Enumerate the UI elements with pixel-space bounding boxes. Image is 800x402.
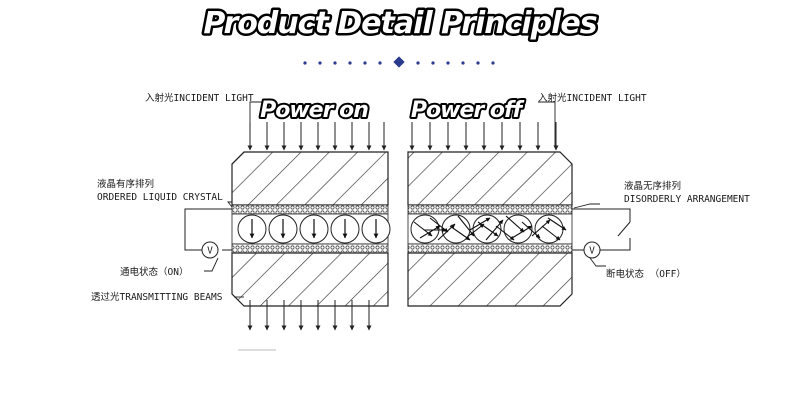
left-bottom-glass — [231, 252, 389, 307]
right-disorder-leader — [573, 203, 600, 209]
page-title: Product Detail Principles — [203, 6, 596, 41]
crystal-arrow-icon — [457, 215, 475, 237]
left-ordered-cn-label: 液晶有序排列 — [97, 178, 154, 190]
left-panel: V 入射光INCIDENT LIGHT 液晶有序排列 ORDERED LIQUI… — [91, 92, 391, 331]
crystal-arrow-icon — [437, 223, 456, 241]
left-status-label: 通电状态（ON） — [120, 266, 188, 278]
right-incident-arrows — [409, 122, 559, 151]
left-top-glass — [231, 151, 389, 206]
crystal-arrow-icon — [419, 225, 441, 239]
right-disorder-en-label: DISORDERLY ARRANGEMENT — [624, 194, 750, 205]
right-bottom-glass — [407, 252, 573, 307]
right-bottom-electrode — [407, 243, 573, 254]
crystal-arrow-icon — [485, 219, 504, 241]
left-ordered-crystals — [237, 214, 391, 244]
left-ordered-leader — [227, 201, 233, 208]
crystal-arrow-icon — [477, 221, 499, 237]
left-transmit-label: 透过光TRANSMITTING BEAMS — [91, 291, 223, 303]
open-switch-icon — [617, 221, 631, 237]
left-status-leader — [204, 257, 219, 272]
right-status-leader — [589, 257, 606, 267]
right-status-label: 断电状态 （OFF） — [606, 268, 686, 280]
diamond-icon — [393, 56, 405, 68]
left-circuit-top — [184, 208, 232, 240]
left-incident-leader — [249, 101, 266, 148]
power-on-label: Power on — [260, 98, 368, 123]
right-voltmeter-label: V — [589, 246, 595, 257]
left-ordered-en-label: ORDERED LIQUID CRYSTAL — [97, 192, 223, 203]
crystal-arrow-icon — [521, 221, 541, 239]
left-incident-label: 入射光INCIDENT LIGHT — [145, 92, 254, 104]
crystal-arrow-icon — [495, 225, 515, 241]
right-incident-leader — [538, 101, 556, 148]
right-disordered-crystals — [410, 214, 567, 244]
right-circuit-top — [572, 208, 631, 222]
crystal-icon — [441, 214, 471, 244]
right-incident-label: 入射光INCIDENT LIGHT — [538, 92, 647, 104]
crystal-arrow-icon — [465, 223, 485, 239]
left-transmitted-arrows — [247, 300, 372, 331]
crystal-arrow-icon — [541, 225, 561, 241]
crystal-arrow-icon — [531, 219, 551, 237]
title-separator — [303, 56, 495, 68]
left-bottom-electrode — [231, 243, 389, 254]
left-incident-arrows — [247, 122, 387, 151]
crystal-arrow-icon — [413, 221, 433, 237]
power-off-label: Power off — [411, 98, 525, 123]
right-disorder-cn-label: 液晶无序排列 — [624, 180, 681, 192]
right-panel: V 入射光INCIDENT LIGHT 液晶无序排列 DISORDERLY AR… — [407, 92, 750, 307]
left-voltmeter-label: V — [207, 246, 213, 257]
crystal-arrow-icon — [505, 215, 525, 233]
right-top-glass — [407, 151, 573, 206]
crystal-arrow-icon — [469, 217, 491, 231]
right-top-electrode — [407, 204, 573, 215]
crystal-arrow-icon — [547, 217, 567, 231]
left-top-electrode — [231, 204, 389, 215]
